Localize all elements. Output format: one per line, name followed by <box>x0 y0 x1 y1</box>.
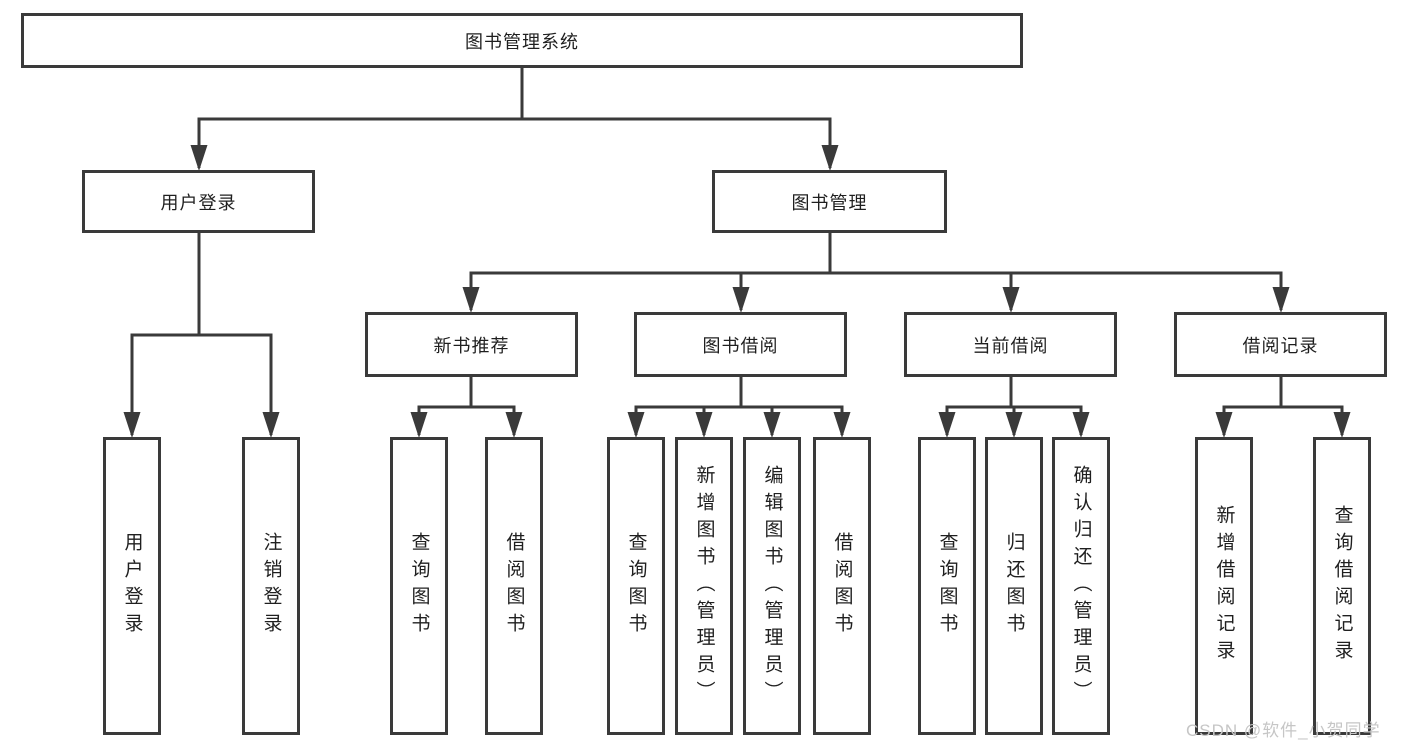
leaf-confirm-return-admin-label: 确认归还（管理员） <box>1070 464 1092 708</box>
leaf-query-books-borrow-label: 查询图书 <box>625 532 647 640</box>
watermark: CSDN @软件_小贺同学 <box>1186 721 1381 740</box>
leaf-query-books-recommend-label: 查询图书 <box>408 532 430 640</box>
node-book-borrow: 图书借阅 <box>634 312 847 377</box>
leaf-query-borrow-record-label: 查询借阅记录 <box>1331 505 1353 667</box>
leaf-query-books-current-label: 查询图书 <box>936 532 958 640</box>
leaf-borrow-books-recommend: 借阅图书 <box>485 437 543 735</box>
leaf-user-login-label: 用户登录 <box>121 532 143 640</box>
leaf-add-books-admin-label: 新增图书（管理员） <box>693 464 715 708</box>
leaf-logout: 注销登录 <box>242 437 300 735</box>
node-system-root-label: 图书管理系统 <box>465 31 579 52</box>
leaf-user-login: 用户登录 <box>103 437 161 735</box>
node-system-root: 图书管理系统 <box>21 13 1023 68</box>
node-user-login-branch-label: 用户登录 <box>160 192 237 213</box>
leaf-add-borrow-record-label: 新增借阅记录 <box>1213 505 1235 667</box>
node-new-book-recommend: 新书推荐 <box>365 312 578 377</box>
leaf-edit-books-admin-label: 编辑图书（管理员） <box>761 464 783 708</box>
leaf-add-books-admin: 新增图书（管理员） <box>675 437 733 735</box>
leaf-return-books: 归还图书 <box>985 437 1043 735</box>
leaf-borrow-books-label: 借阅图书 <box>831 532 853 640</box>
leaf-query-books-recommend: 查询图书 <box>390 437 448 735</box>
node-user-login-branch: 用户登录 <box>82 170 315 233</box>
leaf-borrow-books: 借阅图书 <box>813 437 871 735</box>
leaf-borrow-books-recommend-label: 借阅图书 <box>503 532 525 640</box>
leaf-logout-label: 注销登录 <box>260 532 282 640</box>
node-current-borrow: 当前借阅 <box>904 312 1117 377</box>
node-borrow-records-label: 借阅记录 <box>1242 335 1319 356</box>
node-borrow-records: 借阅记录 <box>1174 312 1387 377</box>
node-new-book-recommend-label: 新书推荐 <box>433 335 510 356</box>
node-book-management-label: 图书管理 <box>791 192 868 213</box>
leaf-query-books-current: 查询图书 <box>918 437 976 735</box>
node-current-borrow-label: 当前借阅 <box>972 335 1049 356</box>
leaf-add-borrow-record: 新增借阅记录 <box>1195 437 1253 735</box>
leaf-confirm-return-admin: 确认归还（管理员） <box>1052 437 1110 735</box>
leaf-query-books-borrow: 查询图书 <box>607 437 665 735</box>
leaf-return-books-label: 归还图书 <box>1003 532 1025 640</box>
leaf-edit-books-admin: 编辑图书（管理员） <box>743 437 801 735</box>
node-book-management: 图书管理 <box>712 170 947 233</box>
node-book-borrow-label: 图书借阅 <box>702 335 779 356</box>
leaf-query-borrow-record: 查询借阅记录 <box>1313 437 1371 735</box>
